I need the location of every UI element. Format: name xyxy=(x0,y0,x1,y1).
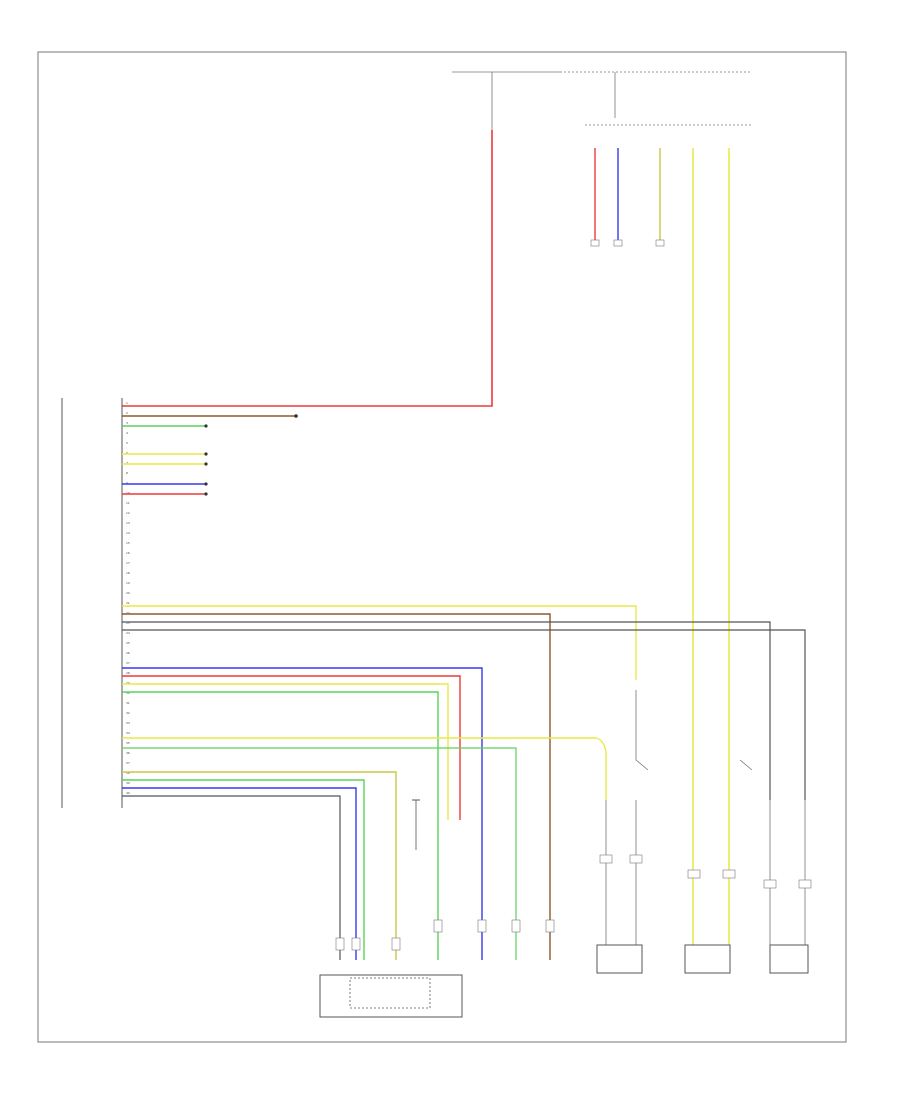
connector-yellow xyxy=(655,239,665,247)
pin-number: 3 xyxy=(126,421,128,425)
wire-yellow-bottom xyxy=(122,737,607,800)
wire-gray-mid-1 xyxy=(122,621,771,800)
pin-number: 38 xyxy=(126,771,130,775)
device-left-seat xyxy=(596,944,643,974)
wire-red-lower xyxy=(122,675,461,820)
wire-red-main-feed xyxy=(122,130,493,407)
top-connectors xyxy=(590,239,665,247)
pin-number: 33 xyxy=(126,721,130,725)
pin-number: 35 xyxy=(126,741,130,745)
pin-number: 25 xyxy=(126,641,130,645)
connector-stub xyxy=(687,869,701,879)
connector-stub xyxy=(477,919,487,933)
pin-number: 36 xyxy=(126,751,130,755)
pin-ticks: 1234567891011121314151617181920212223242… xyxy=(126,401,130,795)
device-rear xyxy=(769,944,809,974)
wire-brown-mid xyxy=(122,613,551,960)
splice-dot xyxy=(294,414,298,418)
lower-switch-region xyxy=(412,690,812,960)
pin-number: 34 xyxy=(126,731,130,735)
pin-number: 6 xyxy=(126,451,128,455)
pin-number: 20 xyxy=(126,591,130,595)
connector-dot xyxy=(204,482,208,486)
switch-contact-1 xyxy=(635,690,649,771)
pin-number: 9 xyxy=(126,481,128,485)
pin-number: 29 xyxy=(126,681,130,685)
pin-number: 15 xyxy=(126,541,130,545)
switch-contact-2 xyxy=(739,759,753,771)
connector-stub xyxy=(629,854,643,864)
pin-number: 7 xyxy=(126,461,128,465)
pin-number: 1 xyxy=(126,401,128,405)
connector-dot xyxy=(204,462,208,466)
connector-stub xyxy=(391,937,401,951)
pin-number: 14 xyxy=(126,531,130,535)
pin-number: 12 xyxy=(126,511,130,515)
connector-stub xyxy=(351,937,361,951)
connector-dot xyxy=(204,492,208,496)
connector-stub xyxy=(335,937,345,951)
wire-green-feed xyxy=(122,779,365,960)
pin-number: 13 xyxy=(126,521,130,525)
pin-number: 32 xyxy=(126,711,130,715)
pin-number: 2 xyxy=(126,411,128,415)
feed-connectors xyxy=(335,919,555,951)
connector-stub xyxy=(599,854,613,864)
pin-number: 22 xyxy=(126,611,130,615)
connector-stub xyxy=(722,869,736,879)
wire-green-lower xyxy=(122,691,439,960)
pin-number: 18 xyxy=(126,571,130,575)
top-feed-wires xyxy=(122,130,730,960)
pin-number: 11 xyxy=(126,501,130,505)
pin-number: 39 xyxy=(126,781,130,785)
pin-number: 23 xyxy=(126,621,130,625)
connector-stub xyxy=(545,919,555,933)
pin-number: 21 xyxy=(126,601,130,605)
pin-number: 26 xyxy=(126,651,130,655)
connector-stub xyxy=(763,879,777,889)
connector-stub xyxy=(511,919,521,933)
pin-number: 31 xyxy=(126,701,130,705)
pin-number: 4 xyxy=(126,431,128,435)
wire-green-bottom xyxy=(122,747,517,960)
wire-yellow-lower xyxy=(122,683,449,820)
pin-number: 10 xyxy=(126,491,130,495)
pin-number: 24 xyxy=(126,631,130,635)
bottom-devices xyxy=(319,944,809,1018)
switch-block-inner xyxy=(349,977,431,1009)
device-right-seat xyxy=(684,944,731,974)
wire-blue-lower xyxy=(122,667,483,960)
wire-blue-feed xyxy=(122,787,357,960)
control-module: 1234567891011121314151617181920212223242… xyxy=(61,398,130,808)
top-power-area xyxy=(452,71,752,130)
connector-dot xyxy=(204,452,208,456)
connector-stub xyxy=(433,919,443,933)
connector-red xyxy=(590,239,600,247)
pin-number: 8 xyxy=(126,471,128,475)
pin-number: 19 xyxy=(126,581,130,585)
pin-number: 16 xyxy=(126,551,130,555)
lower-module-wires xyxy=(122,605,806,960)
connector-blue xyxy=(613,239,623,247)
pin-number: 30 xyxy=(126,691,130,695)
page-frame xyxy=(37,51,847,1043)
connector-stub xyxy=(798,879,812,889)
pin-number: 17 xyxy=(126,561,130,565)
pin-number: 40 xyxy=(126,791,130,795)
switch-block xyxy=(319,974,463,1018)
upper-module-wires xyxy=(122,414,298,496)
pin-number: 28 xyxy=(126,671,130,675)
connector-dot xyxy=(204,424,208,428)
pin-number: 37 xyxy=(126,761,130,765)
wire-black-feed xyxy=(122,795,341,960)
pin-number: 27 xyxy=(126,661,130,665)
wire-gray-mid-2 xyxy=(122,629,806,800)
wire-yellow-feed-1 xyxy=(122,771,397,960)
pin-number: 5 xyxy=(126,441,128,445)
wire-yellow-mid xyxy=(122,605,637,680)
